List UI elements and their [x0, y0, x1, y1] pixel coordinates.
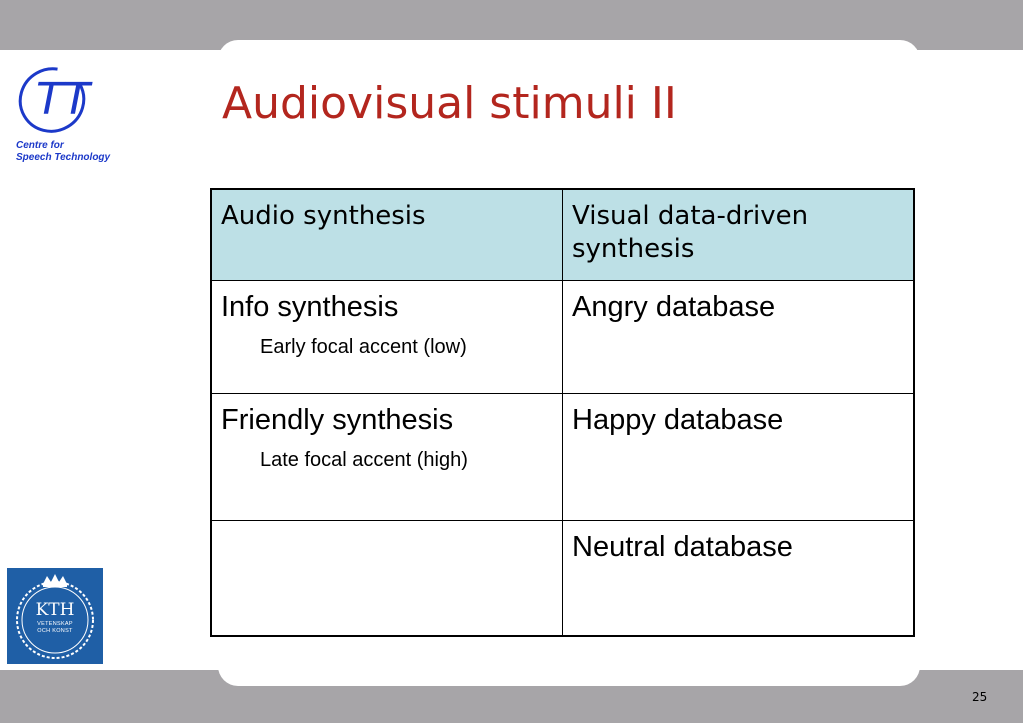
- kth-motto-line2: OCH KONST: [37, 628, 73, 634]
- table-row: Info synthesis Early focal accent (low) …: [210, 280, 915, 394]
- ctt-caption-line2: Speech Technology: [16, 152, 111, 163]
- cell-sub-text: Early focal accent (low): [260, 336, 467, 358]
- cell-main-text: Friendly synthesis: [221, 404, 454, 436]
- cell-main-text: Happy database: [572, 404, 784, 436]
- kth-motto-line1: VETENSKAP: [37, 621, 73, 627]
- kth-wreath-icon: [16, 574, 94, 659]
- table-cell: Angry database: [562, 280, 915, 394]
- header-visual-synthesis: Visual data-driven synthesis: [562, 188, 915, 281]
- page-number: 25: [972, 690, 988, 704]
- table-header-row: Audio synthesis Visual data-driven synth…: [210, 188, 915, 281]
- kth-logo: KTH VETENSKAP OCH KONST: [7, 568, 103, 664]
- table-row: Neutral database: [210, 520, 915, 637]
- cell-sub-text: Late focal accent (high): [260, 449, 468, 471]
- table-row: Friendly synthesis Late focal accent (hi…: [210, 393, 915, 521]
- slide-title: Audiovisual stimuli II: [222, 78, 677, 129]
- kth-name: KTH: [35, 600, 75, 620]
- ctt-caption-line1: Centre for: [16, 140, 64, 151]
- crown-icon: [43, 574, 67, 584]
- cell-main-text: Info synthesis: [221, 291, 399, 323]
- cell-main-text: Neutral database: [572, 531, 793, 563]
- table-cell: Info synthesis Early focal accent (low): [210, 280, 563, 394]
- table-cell: [210, 520, 563, 637]
- table-cell: Neutral database: [562, 520, 915, 637]
- table-cell: Happy database: [562, 393, 915, 521]
- cell-main-text: Angry database: [572, 291, 776, 323]
- table-cell: Friendly synthesis Late focal accent (hi…: [210, 393, 563, 521]
- ctt-logo-mark: TT: [18, 67, 93, 133]
- header-audio-synthesis: Audio synthesis: [210, 188, 563, 281]
- ctt-letters: TT: [36, 74, 93, 125]
- comparison-table: Audio synthesis Visual data-driven synth…: [210, 188, 915, 637]
- ctt-logo: TT Centre for Speech Technology: [12, 60, 132, 170]
